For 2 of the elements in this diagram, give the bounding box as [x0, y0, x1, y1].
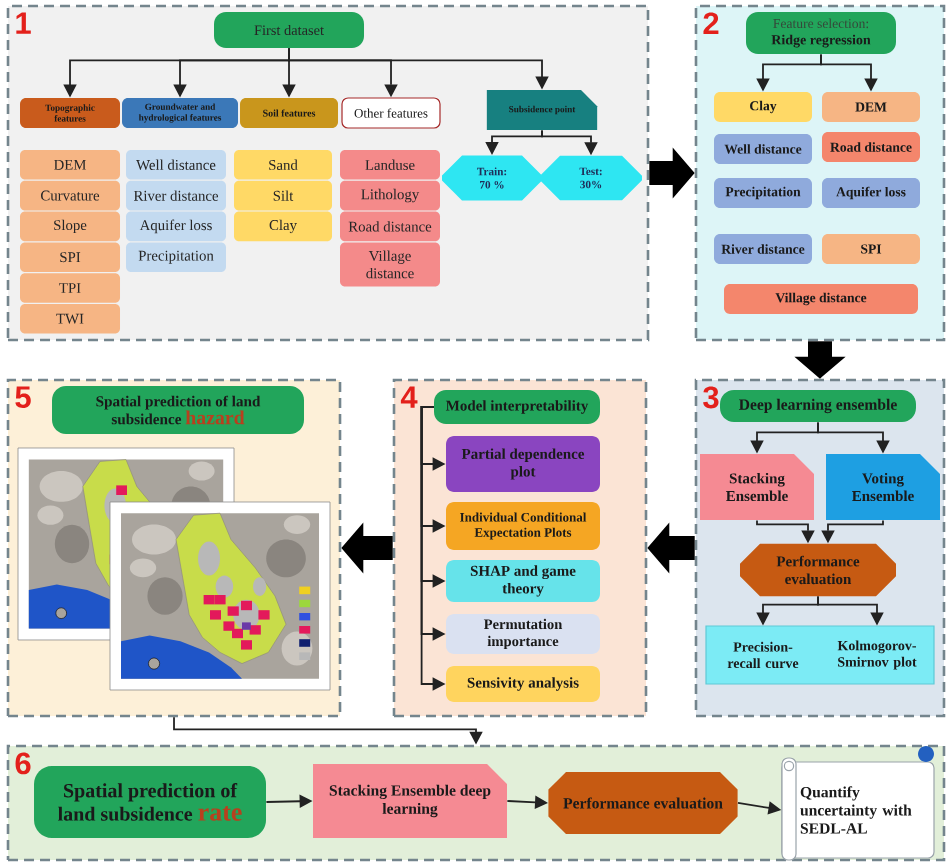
heading-box: Spatial prediction of land subsidence rate: [34, 766, 266, 838]
result-box: [705, 625, 935, 685]
